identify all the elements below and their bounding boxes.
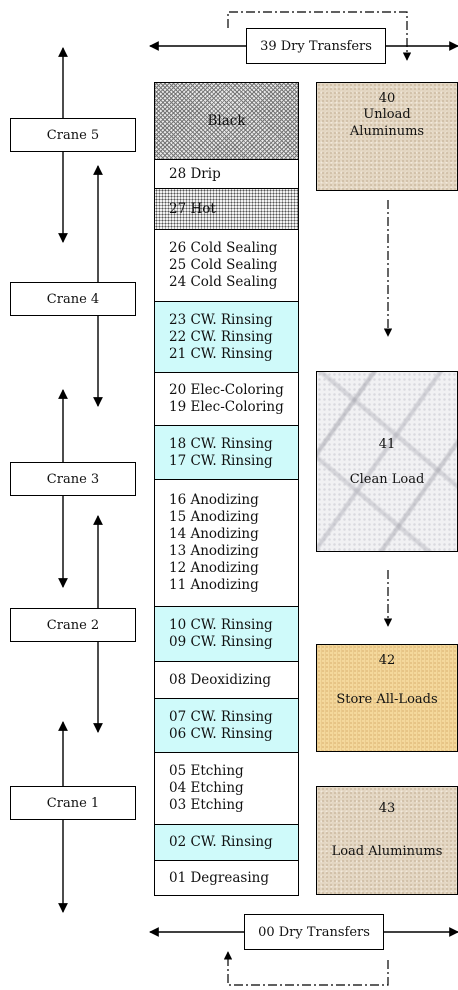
tank-cold-sealing: 26 Cold Sealing 25 Cold Sealing 24 Cold …: [154, 229, 299, 302]
crane-label: Crane 1: [46, 795, 100, 811]
tank-line: 04 Etching: [169, 780, 244, 796]
crane-1-box: Crane 1: [10, 786, 136, 820]
tank-line: 19 Elec-Coloring: [169, 399, 284, 415]
station-number: 42: [378, 653, 396, 668]
crane-label: Crane 2: [46, 617, 100, 633]
tank-line: 02 CW. Rinsing: [169, 834, 273, 850]
station-label: Clean Load: [349, 471, 425, 487]
bottom-dry-transfers-box: 00 Dry Transfers: [244, 914, 384, 950]
tank-line: 03 Etching: [169, 797, 244, 813]
station-40-unload: 40 Unload Aluminums: [316, 82, 458, 191]
tank-line: 10 CW. Rinsing: [169, 617, 273, 633]
tank-line: 15 Anodizing: [169, 509, 259, 525]
tank-cw-rinsing-21-23: 23 CW. Rinsing 22 CW. Rinsing 21 CW. Rin…: [154, 301, 299, 373]
top-dry-transfers-box: 39 Dry Transfers: [246, 28, 386, 64]
tank-degreasing: 01 Degreasing: [154, 860, 299, 896]
tank-line: 18 CW. Rinsing: [169, 435, 273, 452]
tank-deoxidizing: 08 Deoxidizing: [154, 661, 299, 699]
tank-etching: 05 Etching 04 Etching 03 Etching: [154, 752, 299, 825]
tank-cw-rinsing-09-10: 10 CW. Rinsing 09 CW. Rinsing: [154, 606, 299, 662]
tank-27-hot: 27 Hot: [154, 188, 299, 230]
crane-5-box: Crane 5: [10, 118, 136, 152]
bottom-dry-transfers-label: 00 Dry Transfers: [258, 924, 370, 940]
station-number: 43: [378, 801, 396, 816]
tank-cw-rinsing-17-18: 18 CW. Rinsing 17 CW. Rinsing: [154, 425, 299, 480]
tank-line: 07 CW. Rinsing: [169, 708, 273, 725]
tank-line: 24 Cold Sealing: [169, 274, 278, 290]
tank-line: 06 CW. Rinsing: [169, 725, 273, 742]
tank-cw-rinsing-06-07: 07 CW. Rinsing 06 CW. Rinsing: [154, 698, 299, 753]
tank-line: 14 Anodizing: [169, 526, 259, 542]
tank-line: 27 Hot: [169, 200, 216, 217]
bottom-dashdot-route: [223, 951, 389, 986]
crane-3-box: Crane 3: [10, 462, 136, 496]
crane-4-box: Crane 4: [10, 282, 136, 316]
crane-label: Crane 4: [46, 291, 100, 307]
top-dashdot-route: [227, 11, 412, 61]
tank-black: Black: [154, 82, 299, 160]
tank-line: 25 Cold Sealing: [169, 257, 278, 273]
tank-line: 11 Anodizing: [169, 577, 259, 593]
crane-label: Crane 3: [46, 471, 100, 487]
tank-line: 22 CW. Rinsing: [169, 328, 273, 345]
tank-line: 21 CW. Rinsing: [169, 345, 273, 362]
tank-line: 08 Deoxidizing: [169, 671, 272, 688]
station-label: Load Aluminums: [331, 844, 443, 859]
crane-label: Crane 5: [46, 127, 100, 143]
tank-line: 01 Degreasing: [169, 869, 269, 886]
station-number: 41: [378, 436, 396, 452]
tank-line: 12 Anodizing: [169, 560, 259, 576]
station-label: Unload Aluminums: [349, 107, 425, 139]
station-number: 40: [378, 91, 396, 106]
tank-line: 13 Anodizing: [169, 543, 259, 559]
station-label: Store All-Loads: [336, 692, 438, 707]
top-dry-transfers-label: 39 Dry Transfers: [260, 38, 372, 54]
tank-cw-rinsing-02: 02 CW. Rinsing: [154, 824, 299, 861]
station-42-store: 42 Store All-Loads: [316, 644, 458, 752]
tank-line: 28 Drip: [169, 165, 221, 182]
tank-line: 09 CW. Rinsing: [169, 634, 273, 650]
tank-line: 26 Cold Sealing: [169, 240, 278, 256]
tank-line: 16 Anodizing: [169, 492, 259, 508]
station-41-clean-load: 41 Clean Load: [316, 371, 458, 552]
station-43-load: 43 Load Aluminums: [316, 786, 458, 895]
tank-line: 17 CW. Rinsing: [169, 452, 273, 469]
tank-28-drip: 28 Drip: [154, 159, 299, 189]
tank-anodizing: 16 Anodizing 15 Anodizing 14 Anodizing 1…: [154, 479, 299, 607]
tank-line: 05 Etching: [169, 763, 244, 779]
tank-elec-coloring: 20 Elec-Coloring 19 Elec-Coloring: [154, 372, 299, 426]
crane-2-box: Crane 2: [10, 608, 136, 642]
tank-line: Black: [207, 112, 246, 129]
tank-line: 20 Elec-Coloring: [169, 382, 284, 398]
tank-line: 23 CW. Rinsing: [169, 311, 273, 328]
